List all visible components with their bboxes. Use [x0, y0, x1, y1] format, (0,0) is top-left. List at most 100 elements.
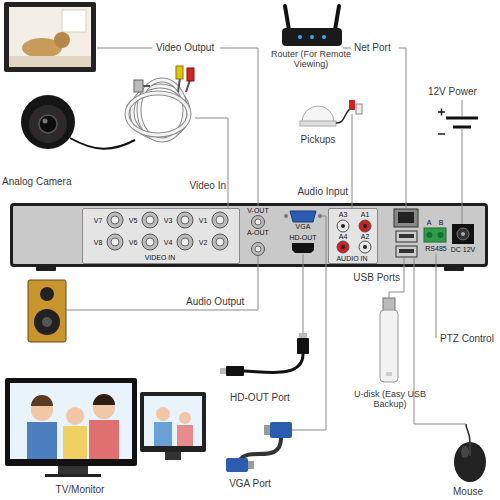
- port-label: V2: [196, 239, 210, 246]
- port-label: DC 12V: [448, 246, 478, 253]
- dc-socket: [457, 228, 469, 240]
- port-label: V1: [196, 217, 210, 224]
- shirt: [177, 425, 193, 446]
- port-label: A-OUT: [244, 229, 272, 236]
- face: [156, 407, 170, 421]
- usb-stick-body: [380, 310, 398, 382]
- port-label: V-OUT: [244, 207, 272, 214]
- leader-line: [97, 48, 152, 49]
- port-label: RS485: [421, 245, 451, 252]
- video-plug: [176, 66, 183, 79]
- leader-line: [462, 128, 463, 224]
- bnc-jack: [177, 234, 193, 250]
- dvr-rear-panel: V-OUTA-OUTVGAHD-OUTABRS485DC 12VV7V5V3V1…: [10, 203, 488, 267]
- screen-floor: [9, 56, 91, 67]
- terminal-screw: [438, 232, 444, 238]
- monitor-stand: [165, 452, 181, 460]
- callout-label: HD-OUT Port: [218, 392, 302, 403]
- bnc-jack: [252, 243, 265, 256]
- router-antenna: [285, 6, 289, 30]
- leader-line: [292, 216, 326, 430]
- vga-screw: [318, 214, 322, 218]
- rca-jack: [337, 241, 349, 253]
- microphone-base: [300, 121, 336, 126]
- power-plug: [187, 68, 194, 81]
- camera-cable: [70, 138, 135, 149]
- bnc-core: [181, 238, 189, 246]
- usb-tongue: [399, 234, 414, 238]
- router-antenna: [335, 6, 339, 30]
- bnc-jack: [252, 216, 265, 229]
- callout-label: Audio Input: [278, 186, 348, 197]
- shirt: [63, 426, 87, 459]
- coil-lead: [142, 78, 190, 92]
- port-label: A1: [355, 211, 375, 218]
- bnc-core: [111, 238, 119, 246]
- speaker-box: [28, 280, 66, 342]
- leader-line: [399, 48, 406, 209]
- hair: [93, 394, 115, 405]
- face: [179, 412, 191, 424]
- port-label: V8: [91, 239, 105, 246]
- callout-label: Audio Output: [186, 296, 256, 307]
- dome-camera: [21, 95, 75, 149]
- bnc-jack: [212, 234, 228, 250]
- monitor-stand: [58, 466, 88, 474]
- callout-label: USB Ports: [338, 272, 400, 283]
- port-label: VGA: [288, 223, 318, 230]
- woofer: [34, 309, 60, 335]
- port-label: V7: [91, 217, 105, 224]
- port-label: V5: [126, 217, 140, 224]
- ir-led: [35, 131, 38, 134]
- bnc-connectors: [107, 212, 265, 256]
- port-label: A4: [333, 233, 353, 240]
- monitor-base: [45, 474, 101, 477]
- callout-label: Analog Camera: [2, 176, 92, 187]
- callout-label: Net Port: [354, 42, 404, 53]
- rca-plug: [349, 100, 355, 110]
- hdmi-plug: [226, 366, 244, 376]
- usb-stick-connector: [383, 298, 395, 311]
- callout-label: 12V Power: [428, 86, 490, 97]
- leader-line: [343, 48, 351, 49]
- shirt: [89, 420, 119, 459]
- router-body: [282, 28, 342, 46]
- port-label: HD-OUT: [288, 234, 318, 241]
- microphone-dome: [302, 106, 334, 122]
- leader-line: [436, 254, 437, 338]
- coil-loop: [127, 93, 189, 135]
- bnc-core: [216, 238, 224, 246]
- bnc-jack: [107, 212, 123, 228]
- dome-camera-ring: [29, 105, 67, 143]
- bnc-core: [181, 216, 189, 224]
- screen-window: [62, 10, 86, 32]
- coil-loop: [127, 93, 189, 135]
- shirt: [154, 422, 172, 446]
- port-label: V3: [161, 217, 175, 224]
- cable-coil: [127, 78, 190, 140]
- port-label: A2: [355, 233, 375, 240]
- rj45-port: [394, 209, 418, 227]
- bnc-jack: [177, 212, 193, 228]
- callout-label: Video Output: [156, 42, 226, 53]
- power-plate: [453, 126, 471, 129]
- mouse-button-split: [470, 443, 471, 456]
- callout-label: VGA Port: [213, 478, 287, 489]
- bnc-core: [146, 216, 154, 224]
- rj45-socket: [398, 212, 414, 223]
- hdmi-cable: [244, 354, 303, 373]
- hair: [31, 395, 53, 406]
- port-label: A: [424, 219, 434, 226]
- dog-head: [54, 32, 70, 48]
- leader-lines: [66, 48, 466, 430]
- usb-tongue: [399, 249, 414, 253]
- vga-screw: [284, 214, 288, 218]
- bnc-jack: [142, 234, 158, 250]
- bnc-core: [255, 219, 261, 225]
- callout-label: Pickups: [292, 134, 344, 145]
- shirt: [27, 422, 57, 459]
- bnc-plug: [134, 80, 143, 92]
